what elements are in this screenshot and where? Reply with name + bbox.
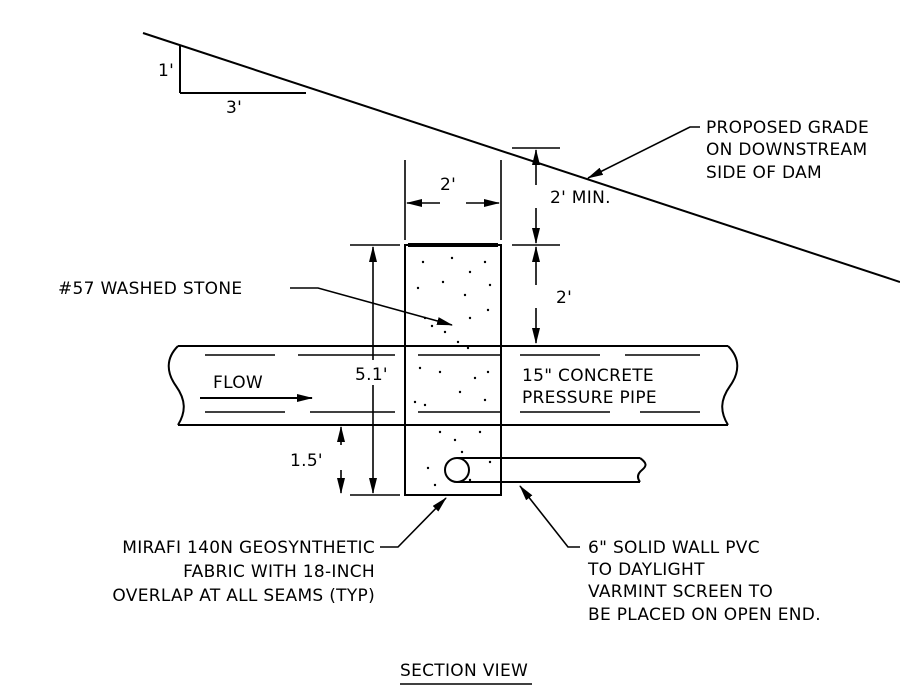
pvc-label-line-3: VARMINT SCREEN TO [588,582,773,602]
slope-run-label: 3' [226,98,242,118]
dim-bottom-height-label: 1.5' [290,451,323,471]
pipe-label-line-1: 15" CONCRETE [522,366,654,386]
dim-width-label: 2' [440,175,456,195]
grade-label-line-3: SIDE OF DAM [706,163,822,183]
flow-label: FLOW [213,373,263,393]
dim-width: 2' [404,160,502,240]
dim-total-height-label: 5.1' [355,365,388,385]
fabric-label-line-3: OVERLAP AT ALL SEAMS (TYP) [112,586,375,606]
proposed-grade-line [142,32,900,283]
dim-bottom-height: 1.5' [290,424,362,494]
pvc-label-line-1: 6" SOLID WALL PVC [588,538,760,558]
fabric-label-line-2: FABRIC WITH 18-INCH [183,562,375,582]
section-view-title: SECTION VIEW [400,661,528,681]
pvc-label-line-2: TO DAYLIGHT [587,560,705,580]
grade-label-line-2: ON DOWNSTREAM [706,140,867,160]
pvc-leader [519,485,580,548]
stone-label: #57 WASHED STONE [58,279,242,299]
pvc-underdrain-pipe [444,457,647,483]
dim-cover: 2' MIN. 2' [512,147,611,344]
slope-rise-label: 1' [158,61,174,81]
stone-stipple [413,256,492,487]
concrete-pressure-pipe [167,345,739,426]
dim-cover-label: 2' MIN. [550,188,611,208]
slope-indicator: 1' 3' [158,45,306,118]
fabric-label-line-1: MIRAFI 140N GEOSYNTHETIC [122,538,375,558]
grade-label-line-1: PROPOSED GRADE [706,118,869,138]
dim-total-height: 5.1' [350,244,400,496]
fabric-leader [380,497,447,548]
dim-depth-label: 2' [556,288,572,308]
stone-leader [290,287,453,326]
grade-leader [587,126,700,179]
pipe-label-line-2: PRESSURE PIPE [522,388,657,408]
pvc-label-line-4: BE PLACED ON OPEN END. [588,605,821,625]
